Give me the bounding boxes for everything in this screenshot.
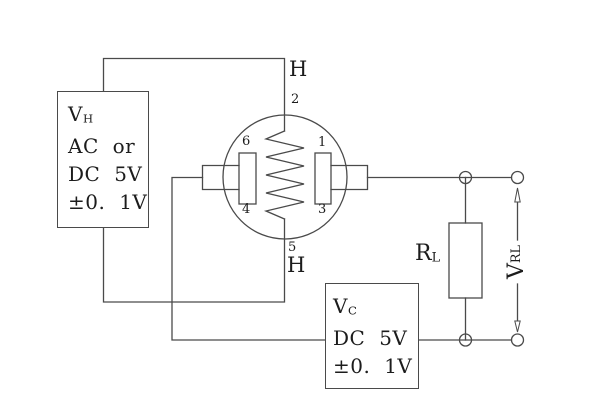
- sensor-left-tab: [201, 164, 240, 191]
- sensor-right-electrode: [314, 152, 332, 205]
- terminal-bottom-outer: [510, 333, 525, 347]
- wire-heater-bottom: [102, 218, 286, 303]
- heater-coil: [263, 130, 305, 220]
- heater-supply-title: VH: [68, 102, 94, 126]
- heater-label-bottom: H: [287, 253, 306, 277]
- sensor-body-circle: [222, 114, 348, 240]
- pin-6-label: 6: [242, 134, 251, 149]
- circuit-supply-box: VC DC 5V ±0. 1V: [325, 283, 419, 389]
- sensor-left-electrode: [238, 152, 257, 205]
- heater-supply-title-subscript: H: [82, 111, 94, 126]
- load-resistor-label-subscript: L: [431, 250, 441, 266]
- heater-label-top: H: [289, 57, 308, 81]
- load-resistor-body: [448, 222, 483, 299]
- pin-3-label: 3: [318, 202, 327, 217]
- load-resistor-label: RL: [415, 241, 441, 266]
- pin-4-label: 4: [242, 202, 251, 217]
- circuit-supply-title: VC: [333, 294, 357, 318]
- vrl-arrow-down-icon: [514, 320, 521, 333]
- circuit-supply-title-subscript: C: [347, 303, 357, 318]
- wire-left-electrode-to-vc: [171, 176, 326, 341]
- output-voltage-label-subscript: RL: [508, 245, 524, 264]
- terminal-bottom-inner: [458, 333, 473, 347]
- terminal-top-inner: [458, 170, 473, 185]
- heater-supply-line3: DC 5V: [68, 162, 143, 187]
- circuit-supply-line2: DC 5V: [333, 326, 408, 351]
- pin-1-label: 1: [318, 135, 327, 150]
- heater-supply-line4: ±0. 1V: [68, 190, 148, 215]
- vrl-arrow-up-icon: [514, 187, 521, 203]
- wire-heater-top: [102, 57, 286, 132]
- pin-5-label: 5: [288, 240, 297, 255]
- heater-supply-line2: AC or: [68, 134, 136, 159]
- sensor-right-tab: [330, 164, 369, 191]
- heater-supply-box: VH AC or DC 5V ±0. 1V: [57, 91, 149, 228]
- terminal-top-outer: [510, 170, 525, 185]
- pin-2-label: 2: [291, 92, 300, 107]
- circuit-supply-line3: ±0. 1V: [333, 354, 413, 379]
